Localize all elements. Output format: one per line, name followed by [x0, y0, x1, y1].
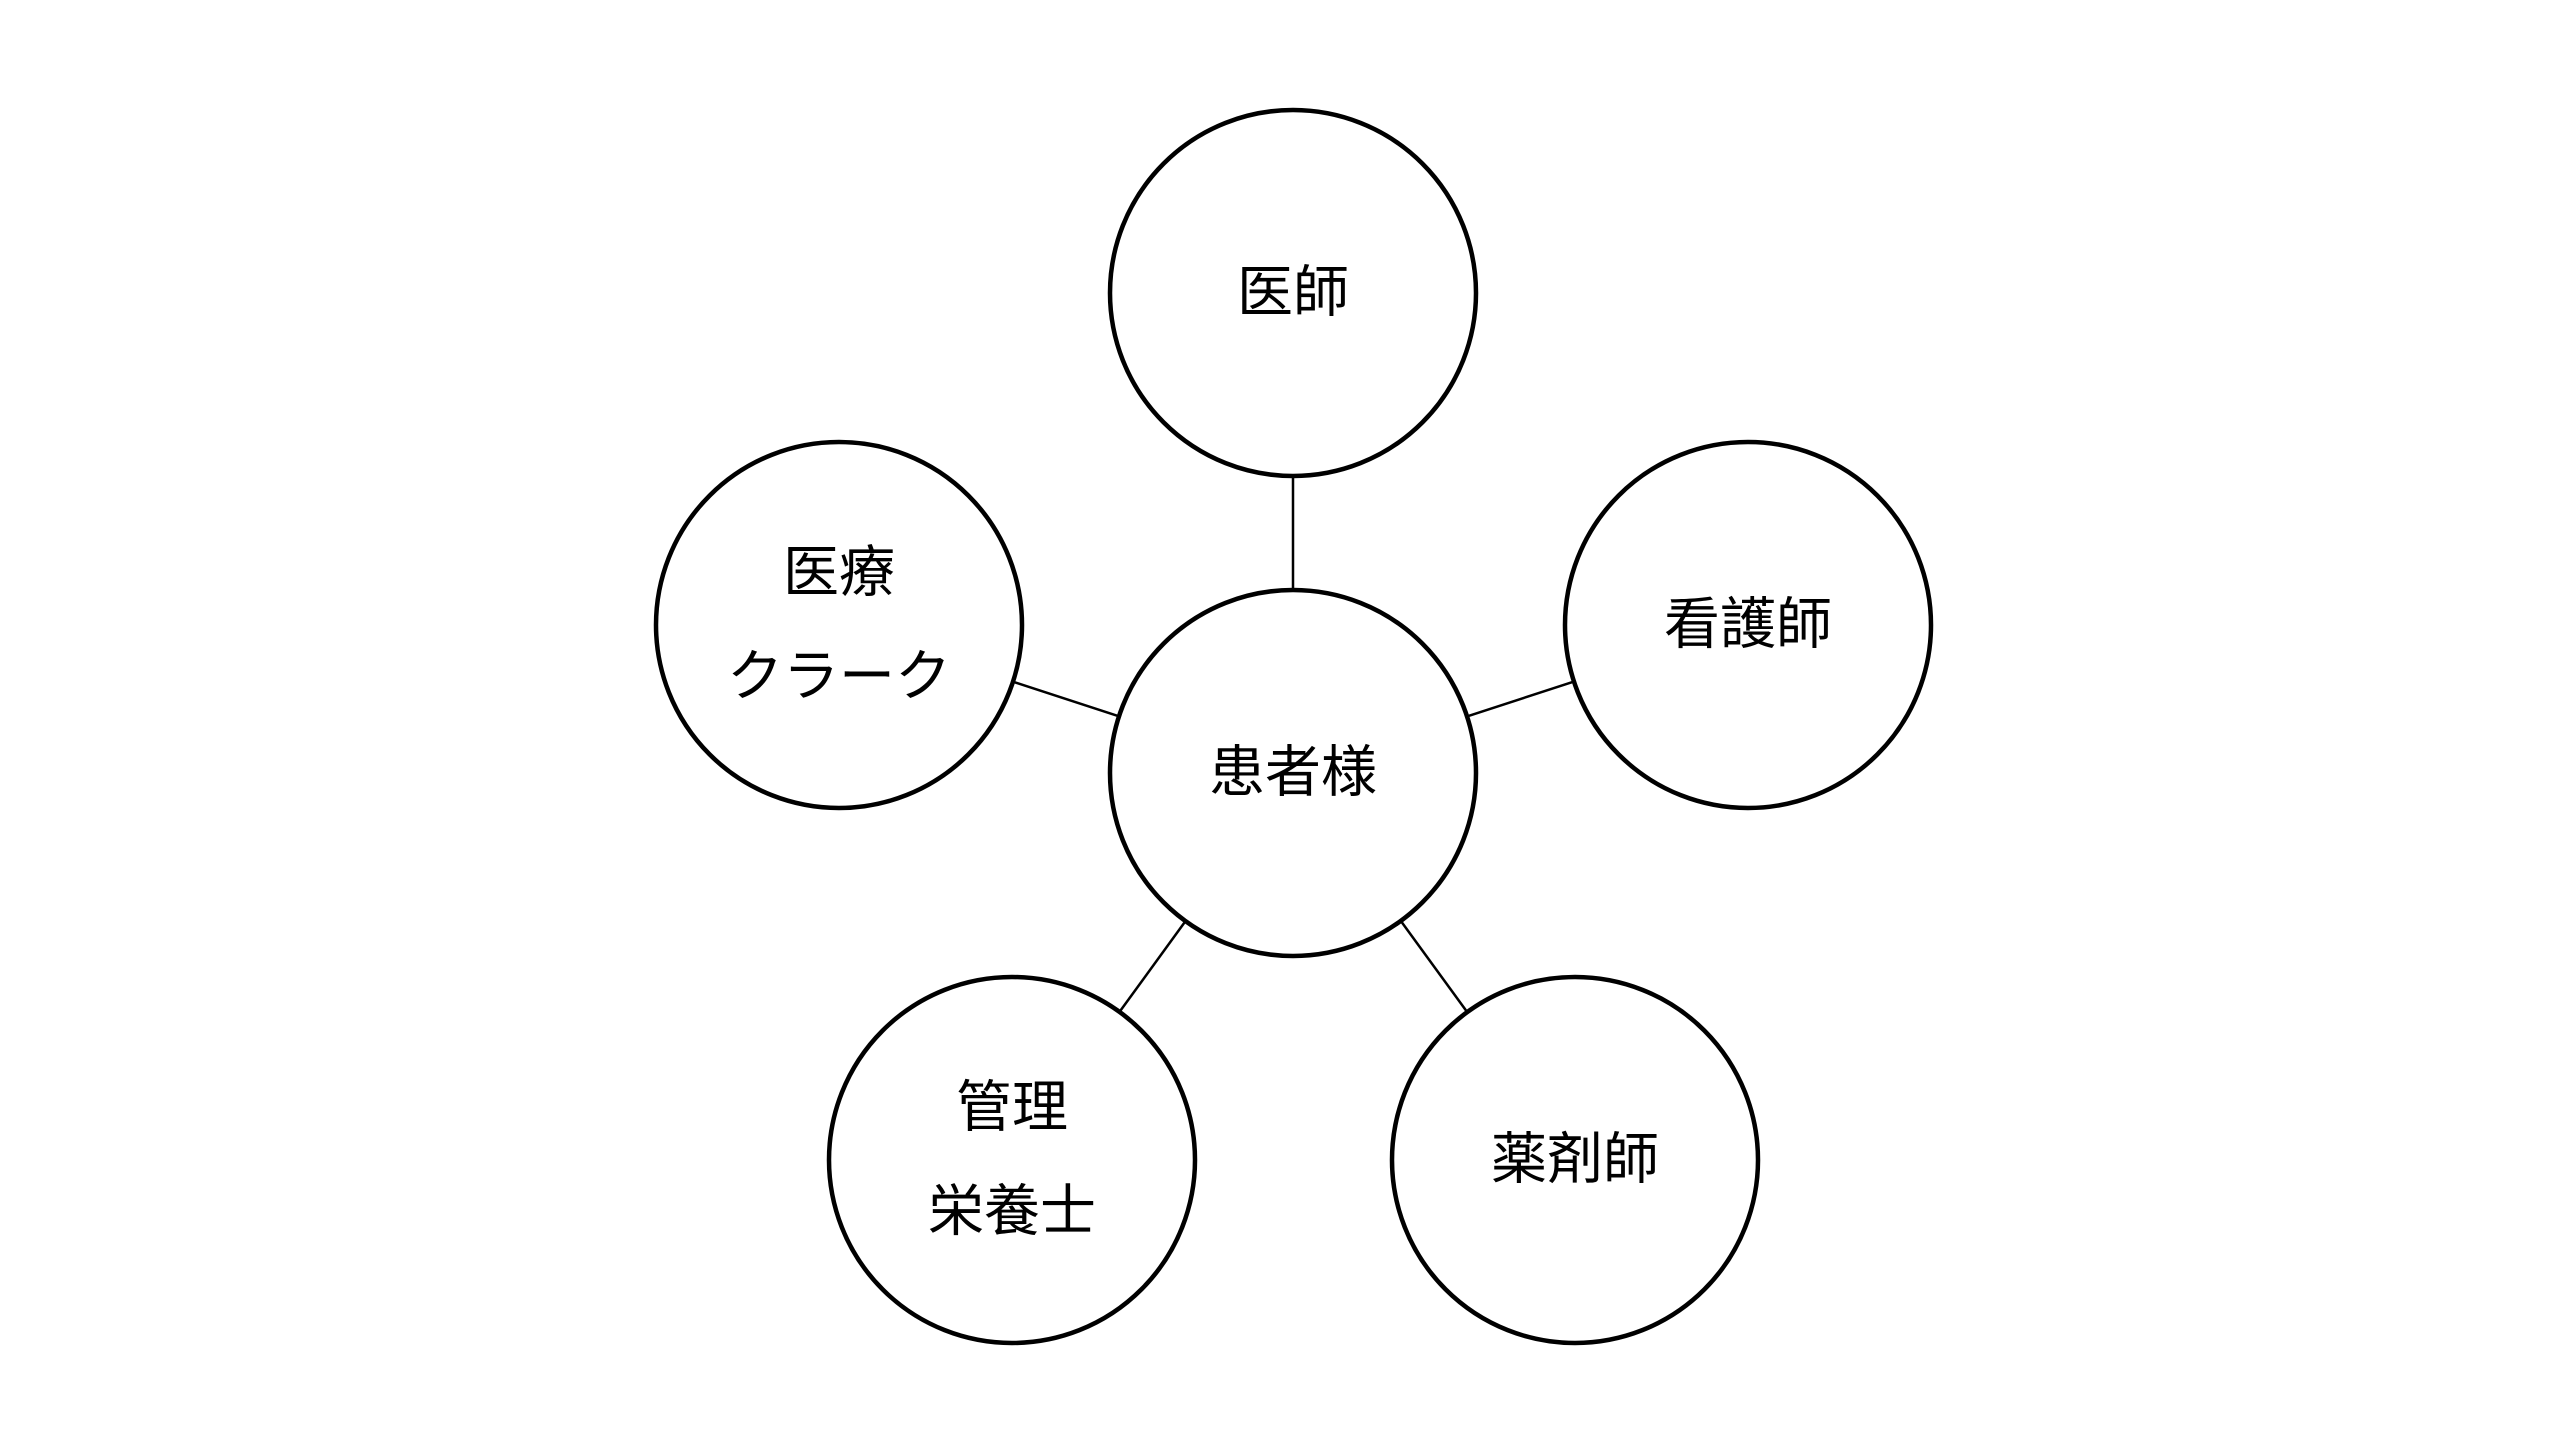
- node-circle-nurse: [1562, 439, 1934, 811]
- node-nurse: 看護師: [1562, 439, 1934, 811]
- node-pharmacist: 薬剤師: [1389, 974, 1761, 1346]
- node-label-dietitian-line-2: 栄養士: [928, 1180, 1096, 1245]
- node-circle-pharmacist: [1389, 974, 1761, 1346]
- node-circle-dietitian: [826, 974, 1198, 1346]
- connections: [1012, 476, 1575, 1013]
- node-label-pharmacist: 薬剤師: [1491, 1128, 1659, 1193]
- edge-patient-pharmacist: [1399, 920, 1469, 1013]
- node-label-doctor: 医師: [1237, 261, 1349, 326]
- edge-patient-nurse: [1466, 680, 1575, 718]
- node-label-patient: 患者様: [1209, 741, 1377, 806]
- node-label-medical-clerk-line-1: 医療: [783, 541, 895, 606]
- edge-patient-dietitian: [1118, 920, 1187, 1013]
- node-circle-doctor: [1107, 107, 1479, 479]
- node-label-dietitian-line-1: 管理: [956, 1076, 1068, 1141]
- node-label-nurse: 看護師: [1664, 593, 1832, 658]
- node-doctor: 医師: [1107, 107, 1479, 479]
- edge-patient-medical-clerk: [1012, 680, 1120, 718]
- node-patient: 患者様: [1107, 587, 1479, 959]
- node-circle-patient: [1107, 587, 1479, 959]
- node-label-medical-clerk-line-2: クラーク: [727, 645, 951, 710]
- node-circle-medical-clerk: [653, 439, 1025, 811]
